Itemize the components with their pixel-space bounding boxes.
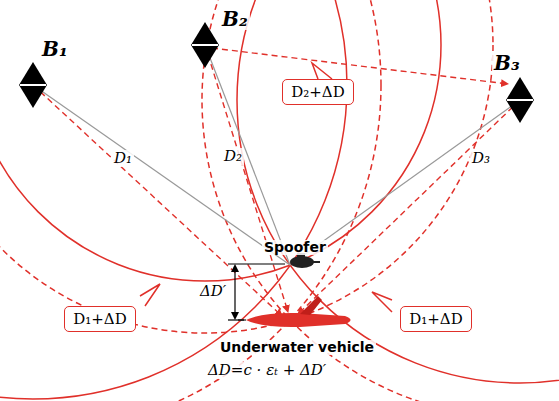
label: ΔD=c · εₜ + ΔD′: [206, 362, 328, 379]
beacon-symbol: [19, 22, 534, 123]
label: B₁: [40, 38, 70, 60]
label: ΔD′: [198, 283, 228, 300]
callout-box: D₁+ΔD: [400, 306, 471, 332]
label: Underwater vehicle: [218, 340, 376, 355]
callout-box: D₂+ΔD: [282, 79, 353, 105]
callout-text: D₁+ΔD: [409, 310, 462, 328]
vehicle-icon: [238, 296, 351, 327]
label: D₂: [222, 148, 244, 165]
callout-box: D₁+ΔD: [64, 306, 135, 332]
callout-text: D₂+ΔD: [291, 83, 344, 101]
label: Spoofer: [262, 240, 328, 255]
label: D₁: [112, 150, 134, 167]
label: D₃: [470, 150, 492, 167]
label: B₃: [492, 52, 522, 74]
label: B₂: [220, 8, 250, 30]
callout-text: D₁+ΔD: [73, 310, 126, 328]
